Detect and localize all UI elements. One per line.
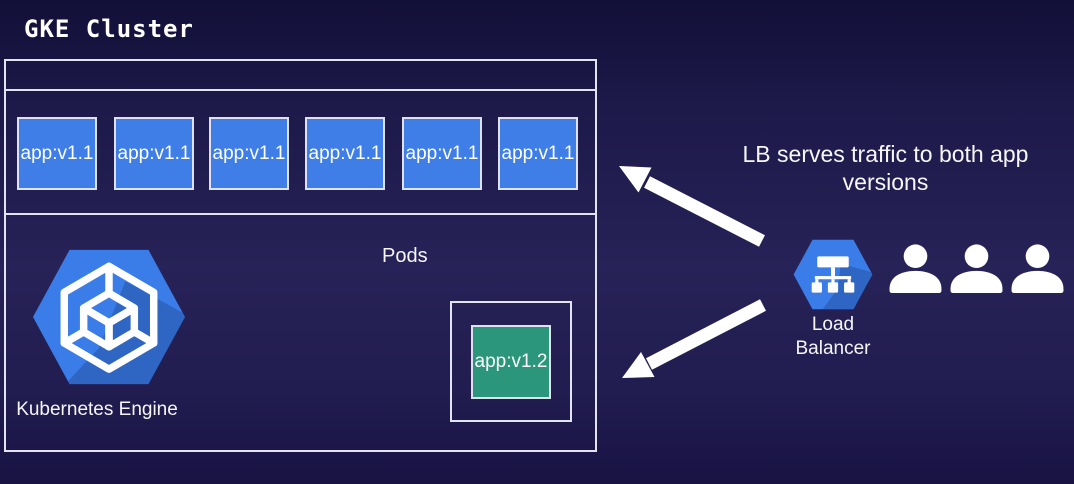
pod-app-v1-1: app:v1.1 (209, 117, 289, 190)
load-balancer-icon (793, 239, 873, 310)
pod-app-v1-2: app:v1.2 (471, 324, 551, 399)
arrow-to-v12-pod-icon (622, 299, 766, 378)
load-balancer-label-line-2: Balancer (795, 337, 871, 359)
gke-hexagon-cube-icon (32, 249, 186, 385)
cluster-header-divider (6, 89, 595, 91)
user-icon (1011, 244, 1064, 294)
load-balancer-label-line-1: Load (811, 314, 855, 335)
load-balancer-label: Load Balancer (773, 313, 893, 361)
pod-app-v1-1: app:v1.1 (17, 117, 97, 190)
pods-row-divider (6, 213, 595, 215)
user-icon (889, 244, 942, 294)
v12-pod-wrapper-box: app:v1.2 (450, 301, 572, 422)
pod-app-v1-1: app:v1.1 (498, 117, 578, 190)
page-title: GKE Cluster (24, 15, 194, 43)
user-icon (950, 244, 1003, 294)
gke-cluster-box: app:v1.1 app:v1.1 app:v1.1 app:v1.1 app:… (4, 59, 597, 452)
lb-caption: LB serves traffic to both app versions (713, 141, 1058, 196)
pod-app-v1-1: app:v1.1 (114, 117, 194, 190)
lb-caption-line-2: versions (842, 168, 929, 195)
lb-caption-line-1: LB serves traffic to both app (742, 141, 1029, 167)
kubernetes-engine-label: Kubernetes Engine (16, 399, 178, 420)
pod-app-v1-1: app:v1.1 (305, 117, 385, 190)
pods-label: Pods (382, 245, 428, 267)
pod-app-v1-1: app:v1.1 (402, 117, 482, 190)
